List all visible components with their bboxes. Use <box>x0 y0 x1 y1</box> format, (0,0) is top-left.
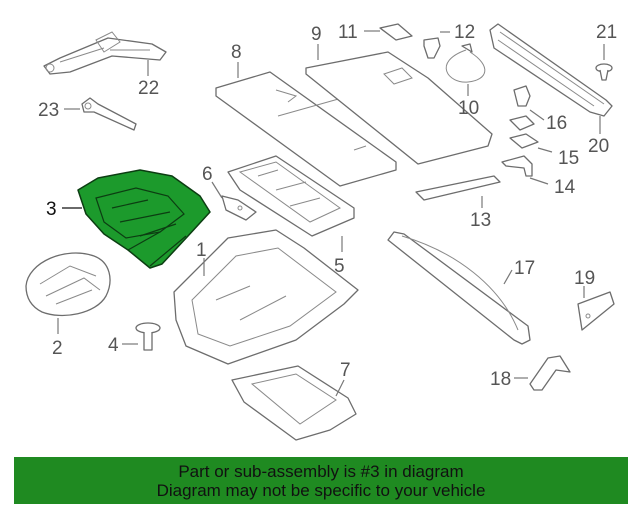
callout-2[interactable]: 2 <box>52 338 63 359</box>
callout-16[interactable]: 16 <box>546 113 567 134</box>
part-17-roller-cover[interactable] <box>387 231 531 345</box>
part-18-holder[interactable] <box>529 355 571 391</box>
part-8-load-floor[interactable] <box>215 71 397 187</box>
leader-7 <box>335 379 345 397</box>
callout-18[interactable]: 18 <box>490 369 511 390</box>
callout-13[interactable]: 13 <box>470 210 491 231</box>
leader-17 <box>503 269 513 285</box>
callout-6[interactable]: 6 <box>202 164 213 185</box>
leader-14 <box>529 177 549 185</box>
part-14-bracket[interactable] <box>501 155 533 177</box>
banner-line-1: Part or sub-assembly is #3 in diagram <box>178 461 464 481</box>
part-3-tool-tray[interactable] <box>77 169 211 269</box>
part-13-trim-strip[interactable] <box>415 175 501 201</box>
callout-22[interactable]: 22 <box>138 78 159 99</box>
part-15-cover-cap[interactable] <box>509 133 539 149</box>
part-21-push-clip[interactable] <box>595 63 613 81</box>
part-19-mount-bracket[interactable] <box>577 291 615 331</box>
part-4-fastener[interactable] <box>135 322 161 351</box>
callout-5[interactable]: 5 <box>334 256 345 277</box>
part-20-sill-trim[interactable] <box>489 23 613 117</box>
callout-15[interactable]: 15 <box>558 148 579 169</box>
callout-19[interactable]: 19 <box>574 268 595 289</box>
callout-4[interactable]: 4 <box>108 335 119 356</box>
leader-15 <box>537 147 553 153</box>
part-5-storage-box[interactable] <box>227 155 355 237</box>
info-banner: Part or sub-assembly is #3 in diagram Di… <box>14 457 628 504</box>
callout-11[interactable]: 11 <box>338 22 358 43</box>
callout-23[interactable]: 23 <box>38 100 59 121</box>
callout-1[interactable]: 1 <box>196 240 207 261</box>
callout-9[interactable]: 9 <box>311 24 322 45</box>
part-10-strap[interactable] <box>445 43 486 83</box>
part-23-wrench[interactable] <box>81 97 137 131</box>
callout-17[interactable]: 17 <box>514 258 535 279</box>
part-11-handle[interactable] <box>379 23 413 41</box>
part-6-bracket[interactable] <box>221 195 257 221</box>
banner-line-2: Diagram may not be specific to your vehi… <box>156 480 486 500</box>
callout-7[interactable]: 7 <box>340 360 351 381</box>
part-22-jack[interactable] <box>43 31 167 75</box>
callout-3[interactable]: 3 <box>46 199 57 220</box>
callout-12[interactable]: 12 <box>454 22 475 43</box>
parts-diagram: 22 23 3 2 4 6 5 <box>25 22 617 441</box>
part-16-clip[interactable] <box>509 85 535 131</box>
callout-20[interactable]: 20 <box>588 136 609 157</box>
callout-21[interactable]: 21 <box>596 22 617 43</box>
part-1-cargo-tub[interactable] <box>173 229 359 365</box>
callout-10[interactable]: 10 <box>458 98 479 119</box>
part-9-cover-panel[interactable] <box>305 51 493 165</box>
part-12-clip[interactable] <box>423 37 441 59</box>
callout-8[interactable]: 8 <box>231 42 242 63</box>
part-2-wheel-well-insert[interactable] <box>25 252 111 317</box>
part-7-floor-panel[interactable] <box>231 365 357 441</box>
callout-14[interactable]: 14 <box>554 177 576 198</box>
leader-6 <box>211 181 223 199</box>
leader-16 <box>529 109 545 121</box>
